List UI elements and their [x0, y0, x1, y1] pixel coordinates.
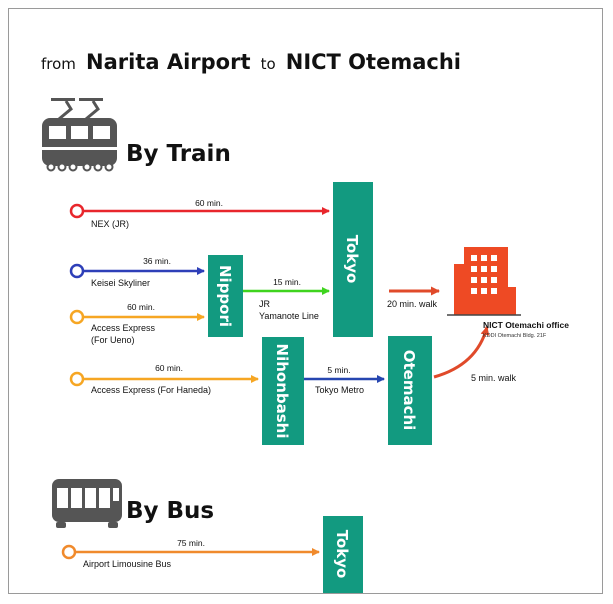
route-skyliner-duration: 36 min.: [143, 256, 171, 266]
route-access-ueno-label-line2: (For Ueno): [91, 335, 135, 345]
station-nippori-label: Nippori: [216, 265, 234, 327]
route-nex-label: NEX (JR): [91, 219, 129, 229]
route-access-haneda-origin-circle: [69, 371, 85, 387]
station-tokyo: Tokyo: [333, 182, 373, 337]
bus-icon: [52, 479, 122, 528]
destination-address: KDDI Otemachi Bldg. 21F: [483, 333, 547, 339]
route-access-haneda: 60 min. Access Express (For Haneda): [69, 363, 259, 395]
route-bus-origin-circle: [61, 544, 77, 560]
route-bus-duration: 75 min.: [177, 538, 205, 548]
by-train-heading: By Train: [126, 141, 231, 167]
transfer-jr: 15 min. JR Yamanote Line: [243, 277, 330, 321]
station-otemachi-label: Otemachi: [400, 350, 418, 431]
route-access-ueno-origin-circle: [69, 309, 85, 325]
page-title: from Narita Airport to NICT Otemachi: [41, 50, 461, 74]
route-access-haneda-label: Access Express (For Haneda): [91, 385, 211, 395]
train-icon: [42, 98, 117, 172]
route-limousine-bus: 75 min. Airport Limousine Bus: [61, 538, 320, 569]
walk-from-otemachi-arrow: [433, 326, 490, 379]
route-access-ueno: 60 min. Access Express (For Ueno): [69, 302, 205, 345]
diagram-frame: from Narita Airport to NICT Otemachi By …: [8, 8, 603, 594]
by-bus-heading: By Bus: [126, 498, 214, 524]
transfer-metro: 5 min. Tokyo Metro: [304, 365, 385, 395]
route-nex-duration: 60 min.: [195, 198, 223, 208]
office-building-icon: [447, 247, 521, 316]
station-otemachi: Otemachi: [388, 336, 432, 445]
walk-from-tokyo: 20 min. walk: [387, 286, 440, 309]
walk-from-otemachi: 5 min. walk: [433, 326, 517, 383]
transfer-jr-label-line2: Yamanote Line: [259, 311, 319, 321]
route-nex-origin-circle: [69, 203, 85, 219]
station-tokyo-bus-label: Tokyo: [333, 530, 351, 579]
destination-name: NICT Otemachi office: [483, 320, 569, 330]
transfer-jr-label: JR: [259, 299, 271, 309]
access-diagram: from Narita Airport to NICT Otemachi By …: [41, 50, 569, 593]
walk-from-otemachi-label: 5 min. walk: [471, 373, 517, 383]
route-access-ueno-duration: 60 min.: [127, 302, 155, 312]
route-skyliner: 36 min. Keisei Skyliner: [69, 256, 205, 288]
station-tokyo-bus: Tokyo: [323, 516, 363, 593]
station-nippori: Nippori: [208, 255, 243, 337]
route-skyliner-label: Keisei Skyliner: [91, 278, 150, 288]
walk-from-tokyo-label: 20 min. walk: [387, 299, 438, 309]
title-origin: Narita Airport: [86, 50, 250, 74]
route-access-haneda-duration: 60 min.: [155, 363, 183, 373]
title-prefix: from: [41, 55, 76, 73]
route-bus-label: Airport Limousine Bus: [83, 559, 172, 569]
transfer-metro-duration: 5 min.: [327, 365, 350, 375]
title-connector: to: [261, 55, 276, 73]
route-skyliner-origin-circle: [69, 263, 85, 279]
station-nihonbashi: Nihonbashi: [262, 337, 304, 445]
route-access-ueno-label: Access Express: [91, 323, 156, 333]
transfer-metro-label: Tokyo Metro: [315, 385, 364, 395]
transfer-jr-duration: 15 min.: [273, 277, 301, 287]
route-nex: 60 min. NEX (JR): [69, 198, 330, 229]
station-tokyo-label: Tokyo: [343, 235, 361, 284]
station-nihonbashi-label: Nihonbashi: [273, 344, 291, 439]
title-destination: NICT Otemachi: [286, 50, 461, 74]
